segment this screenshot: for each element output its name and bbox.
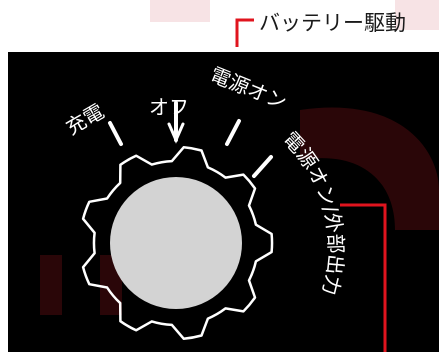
tick-power-on — [225, 119, 241, 146]
callout-external-line — [340, 203, 387, 352]
dial-gear-outline — [81, 146, 274, 340]
watermark-shape-top-right — [395, 0, 439, 30]
background-watermark — [150, 0, 439, 30]
dial-knob-face — [110, 177, 242, 309]
label-off: オフ — [149, 95, 189, 119]
tick-power-on-ext — [252, 155, 273, 178]
tick-charge — [108, 121, 123, 146]
callout-battery-line — [235, 18, 254, 47]
callout-battery-text: バッテリー駆動 — [259, 11, 406, 35]
dial-ticks — [108, 101, 273, 178]
callout-battery: バッテリー駆動 — [235, 11, 406, 47]
watermark-curve — [300, 107, 439, 230]
watermark-shape-top-left — [150, 0, 210, 22]
rotary-dial — [81, 146, 274, 340]
watermark-bar-1 — [40, 255, 62, 315]
tick-off-arrowhead — [167, 122, 185, 144]
